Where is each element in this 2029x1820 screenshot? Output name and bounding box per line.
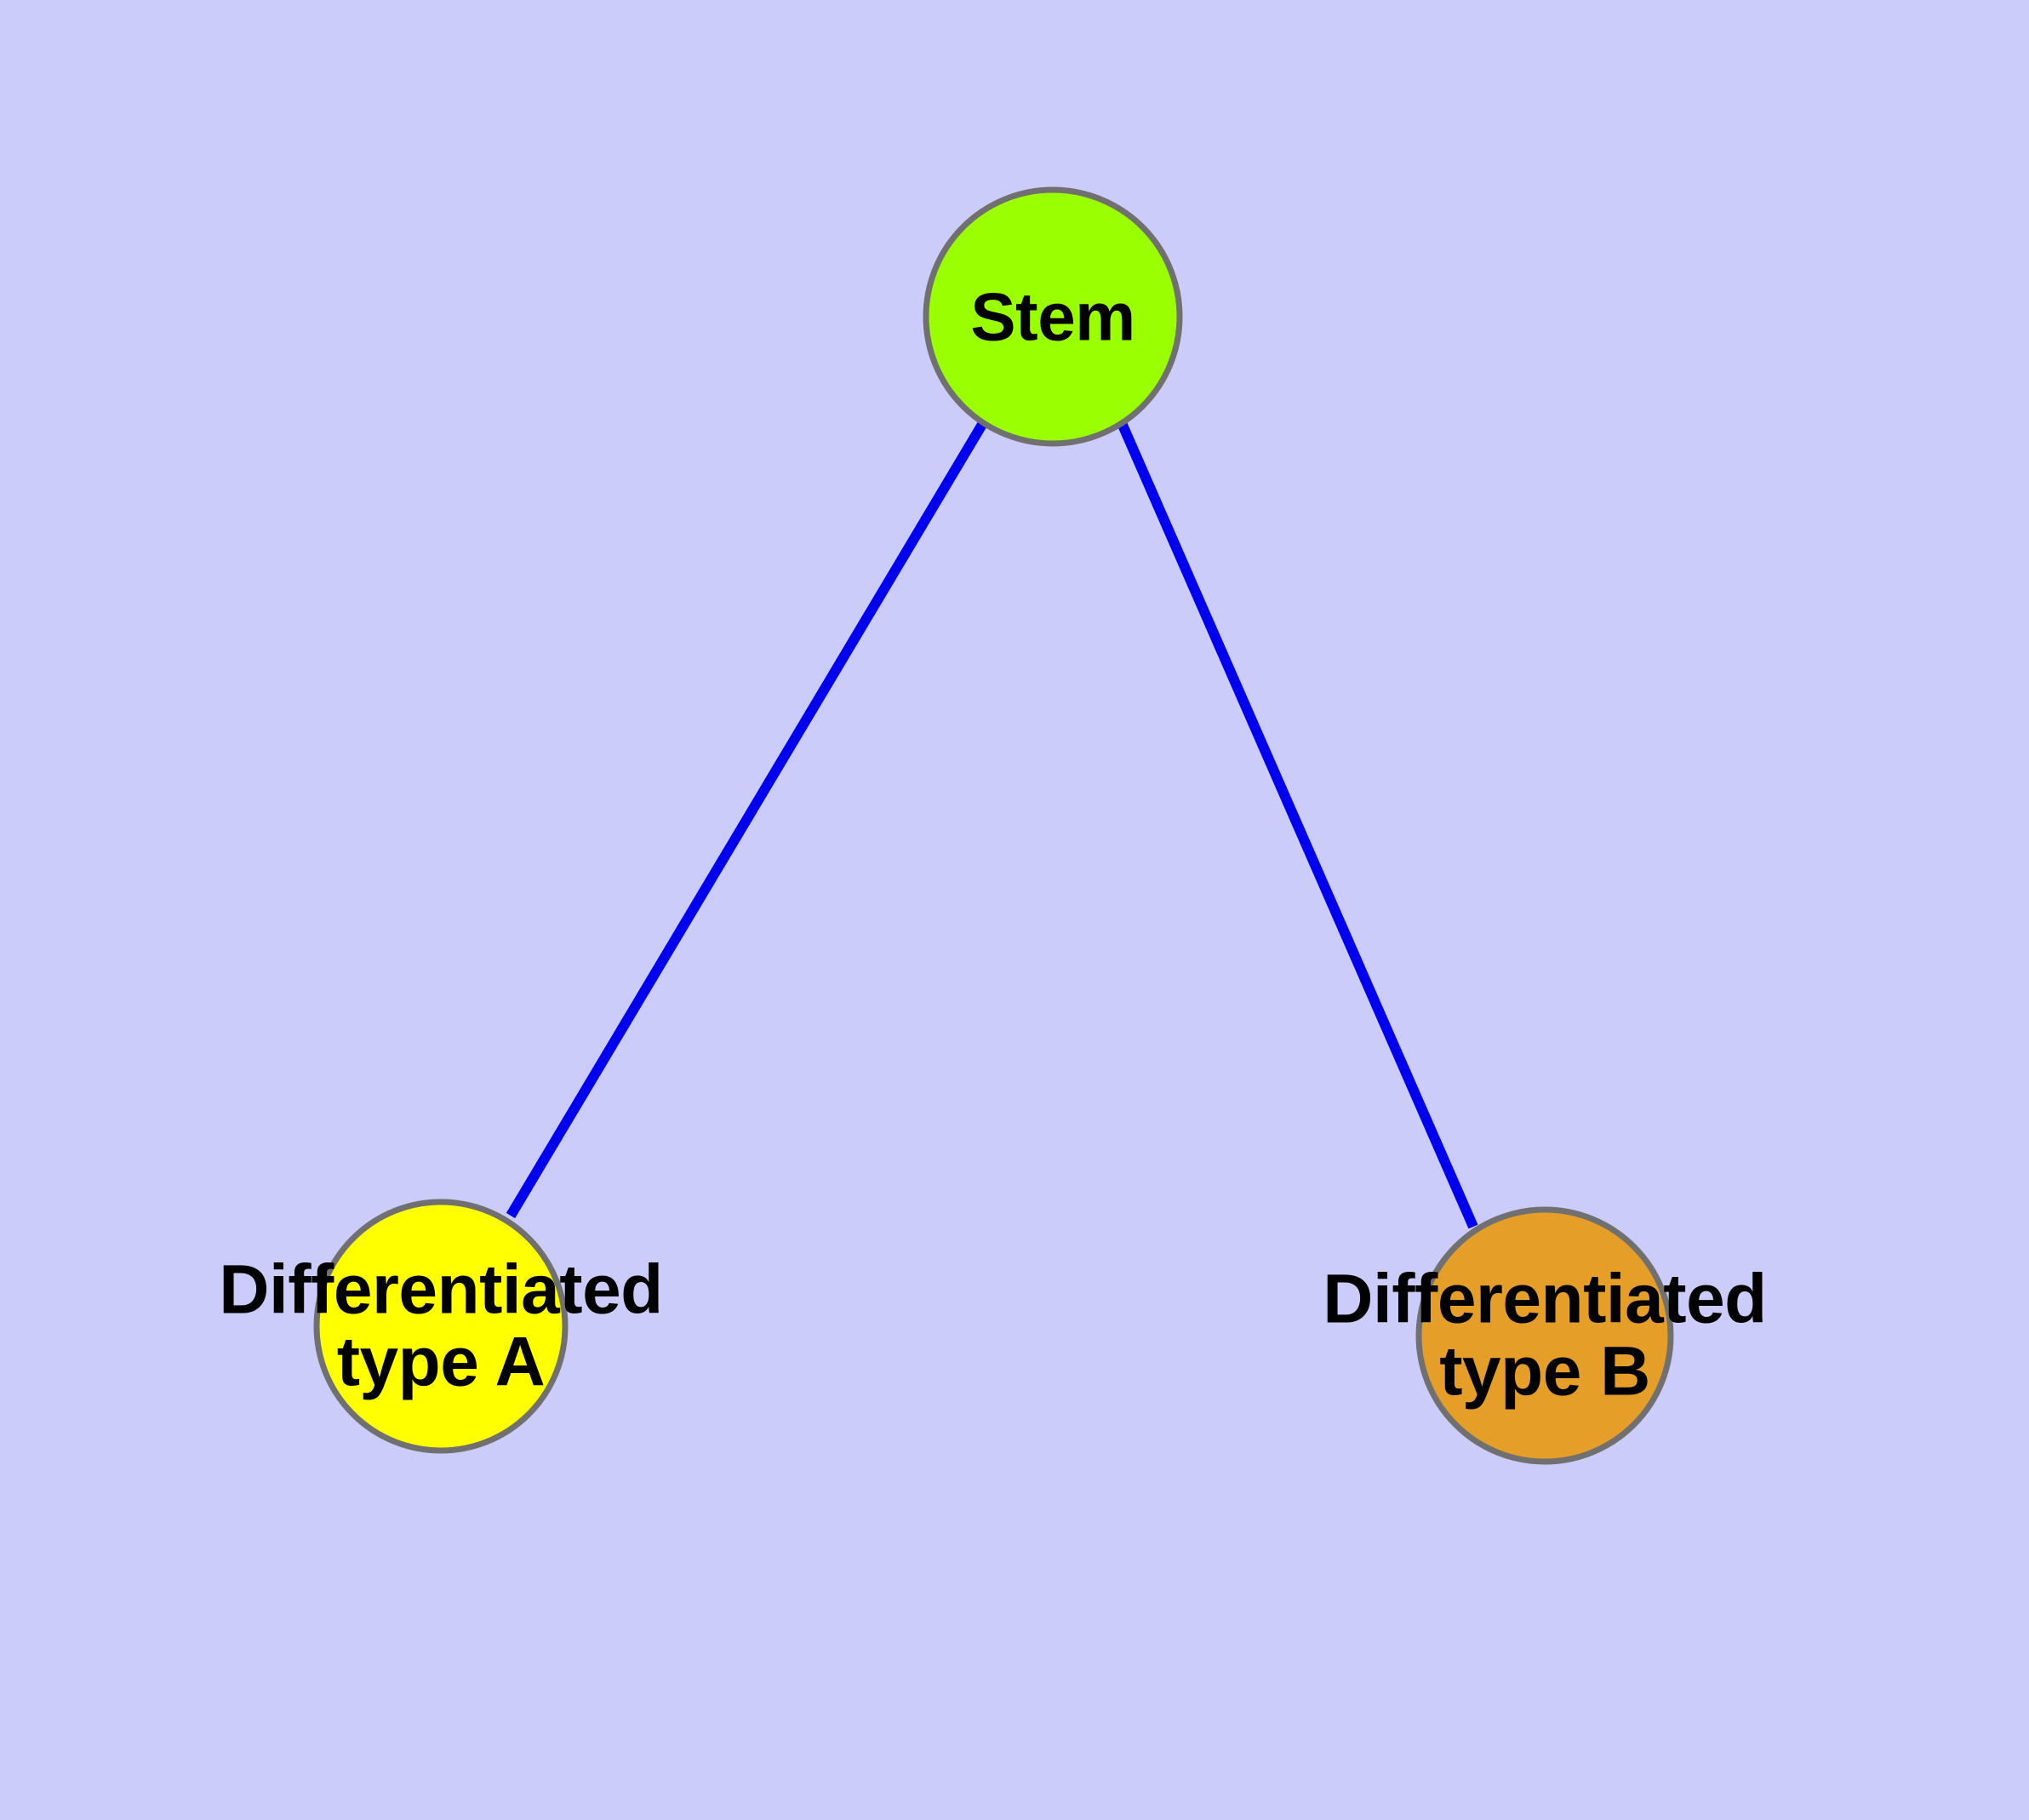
graph-edge-stem-to-a[interactable]	[506, 420, 988, 1219]
graph-node-diff-b[interactable]	[1415, 1206, 1674, 1465]
graph-node-stem[interactable]	[923, 186, 1183, 447]
graph-node-diff-a[interactable]	[313, 1199, 569, 1454]
node-layer	[313, 186, 1674, 1465]
graph-edge-stem-to-b[interactable]	[1117, 421, 1478, 1229]
edge-layer	[506, 420, 1478, 1229]
